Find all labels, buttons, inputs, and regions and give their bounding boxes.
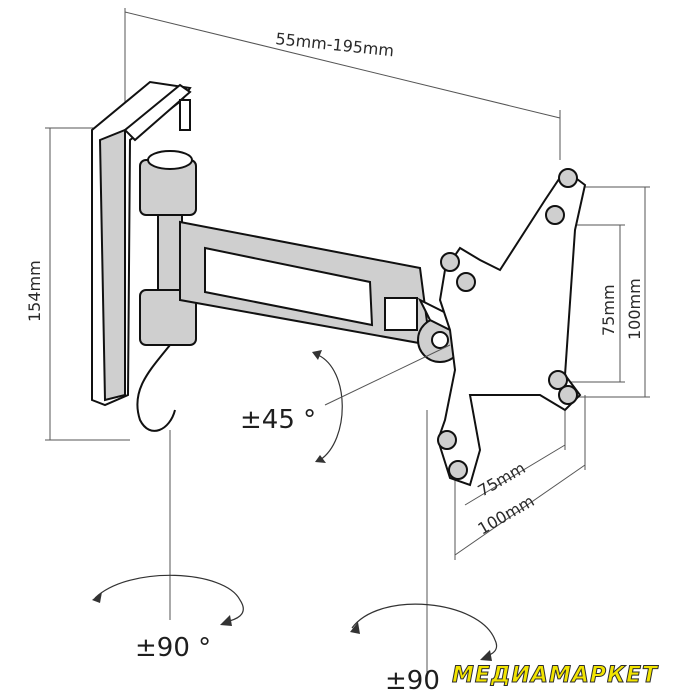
- height-dimension: 154mm: [25, 127, 130, 441]
- vesa-plate: [436, 168, 587, 487]
- extension-label: 55mm-195mm: [275, 29, 395, 60]
- tilt-rotation-arrow: ±45 °: [240, 344, 451, 463]
- swing-arm: [179, 220, 432, 347]
- tilt-angle-label: ±45 °: [240, 405, 316, 435]
- vesa-vertical-large-label: 100mm: [625, 278, 644, 340]
- cable-hook: [136, 344, 176, 432]
- wall-swivel-arrow: ±90 °: [92, 430, 244, 663]
- height-label: 154mm: [25, 260, 44, 322]
- head-swivel-arrow: ±90: [350, 410, 498, 696]
- vesa-vertical-small-label: 75mm: [599, 284, 618, 336]
- mediamarket-logo: МЕДИАМАРКЕТ: [452, 663, 659, 689]
- wall-plate: [91, 80, 192, 407]
- vesa-vertical-dimensions: 75mm 100mm: [565, 186, 650, 398]
- head-swivel-angle-label: ±90: [385, 666, 440, 696]
- extension-dimension: 55mm-195mm: [124, 8, 561, 160]
- hinge: [136, 150, 197, 432]
- logo-text: МЕДИАМАРКЕТ: [452, 663, 659, 688]
- wall-swivel-angle-label: ±90 °: [135, 633, 211, 663]
- vesa-horizontal-small-label: 75mm: [475, 458, 529, 500]
